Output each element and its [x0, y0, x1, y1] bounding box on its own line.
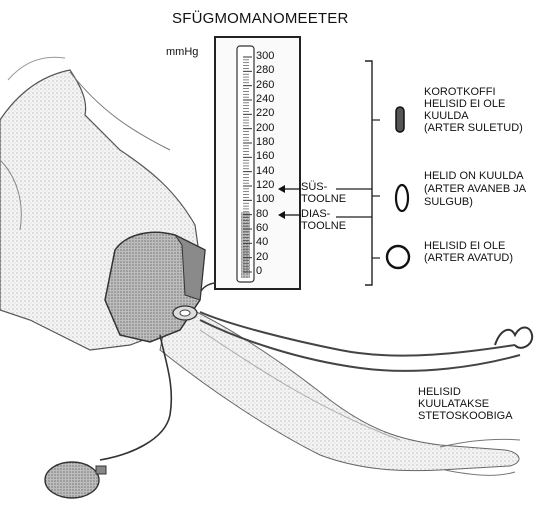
sounds-heard-line-2: (ARTER AVANEB JA [424, 183, 526, 195]
sounds-heard-line-1: HELID ON KUULDA [424, 170, 524, 182]
scale-tick-label: 20 [256, 252, 268, 263]
scale-tick-label: 120 [256, 180, 274, 191]
sounds-not-heard-line-4: (ARTER SULETUD) [424, 122, 523, 134]
diagram-title: SFÜGMOMANOMEETER [172, 10, 349, 27]
scale-tick-label: 140 [256, 166, 274, 177]
scale-tick-label: 300 [256, 51, 274, 62]
scale-tick-label: 60 [256, 223, 268, 234]
sounds-not-heard-line-3: KUULDA [424, 110, 469, 122]
unit-label: mmHg [166, 46, 198, 58]
scale-tick-label: 180 [256, 137, 274, 148]
scale-tick-label: 100 [256, 194, 274, 205]
systolic-label-line-1: SÜS- [301, 181, 327, 193]
inflation-bulb-icon [45, 462, 106, 498]
sounds-heard-line-3: SULGUB) [424, 196, 473, 208]
sounds-none-line-2: (ARTER AVATUD) [424, 252, 513, 264]
scale-tick-label: 160 [256, 151, 274, 162]
scale-tick-label: 220 [256, 108, 274, 119]
sounds-not-heard-line-2: HELISID EI OLE [424, 98, 505, 110]
diastolic-label-line-2: TOOLNE [301, 220, 346, 232]
scale-tick-label: 0 [256, 266, 262, 277]
scale-tick-label: 280 [256, 65, 274, 76]
stethoscope-label-line-2: KUULATAKSE [418, 398, 489, 410]
systolic-label-line-2: TOOLNE [301, 193, 346, 205]
sound-bracket [336, 61, 380, 285]
sounds-not-heard-line-1: KOROTKOFFI [424, 86, 496, 98]
scale-tick-label: 80 [256, 209, 268, 220]
scale-tick-label: 240 [256, 94, 274, 105]
artery-closed-icon [396, 107, 404, 132]
stethoscope-label-line-1: HELISID [418, 386, 461, 398]
artery-open-icon [387, 246, 409, 268]
stethoscope-label-line-3: STETOSKOOBIGA [418, 410, 513, 422]
diastolic-label-line-1: DIAS- [301, 208, 330, 220]
scale-tick-label: 260 [256, 80, 274, 91]
scale-tick-label: 200 [256, 123, 274, 134]
scale-tick-label: 40 [256, 237, 268, 248]
artery-partially-open-icon [396, 185, 408, 211]
stethoscope-chestpiece-icon [173, 306, 197, 320]
sounds-none-line-1: HELISID EI OLE [424, 240, 505, 252]
